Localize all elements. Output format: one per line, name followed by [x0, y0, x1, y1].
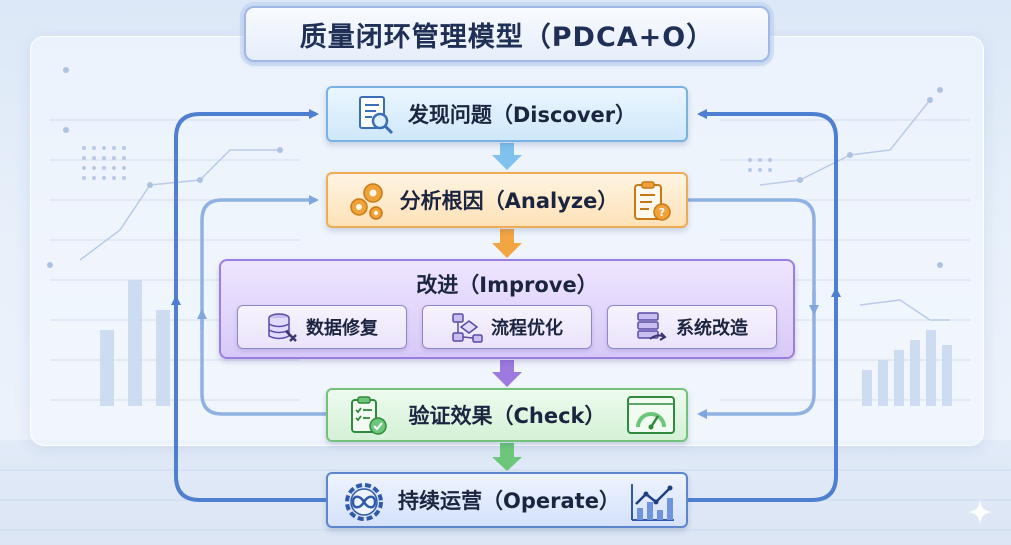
- gauge-icon: [627, 396, 675, 434]
- down-arrow-discover-analyze: [492, 143, 522, 170]
- gears-icon: [350, 183, 383, 220]
- step-check-label: 验证效果（Check）: [408, 404, 606, 428]
- title-box: 质量闭环管理模型（PDCA+O）: [244, 6, 770, 62]
- down-arrow-analyze-improve: [492, 229, 522, 258]
- improve-item-process-optimization: 流程优化: [422, 305, 592, 349]
- clipboard-question-icon: ?: [634, 181, 671, 221]
- diagram-title: 质量闭环管理模型（PDCA+O）: [299, 21, 715, 53]
- step-improve: 改进（Improve） 数据修复 流程优化: [219, 259, 795, 359]
- step-analyze-label: 分析根因（Analyze）: [399, 189, 619, 213]
- line-bar-chart-icon: [631, 484, 674, 521]
- sparkle-icon: [967, 499, 993, 525]
- down-arrow-check-operate: [492, 443, 522, 471]
- improve-item-data-repair: 数据修复: [237, 305, 407, 349]
- step-operate-label: 持续运营（Operate）: [398, 489, 620, 513]
- infinity-gear-icon: [345, 483, 383, 521]
- clipboard-check-icon: [351, 396, 387, 435]
- down-arrow-improve-check: [492, 360, 522, 387]
- step-operate: 持续运营（Operate）: [326, 472, 688, 528]
- step-improve-label: 改进（Improve）: [416, 273, 598, 297]
- step-discover: 发现问题（Discover）: [326, 86, 688, 142]
- flowchart-icon: [452, 313, 483, 343]
- document-search-icon: [359, 96, 394, 135]
- step-check: 验证效果（Check）: [326, 388, 688, 442]
- improve-item-label: 系统改造: [676, 318, 748, 339]
- svg-text:?: ?: [659, 206, 665, 219]
- server-arrow-icon: [637, 312, 667, 341]
- improve-item-system-upgrade: 系统改造: [607, 305, 777, 349]
- improve-item-label: 数据修复: [306, 318, 378, 339]
- step-discover-label: 发现问题（Discover）: [407, 103, 637, 127]
- improve-item-label: 流程优化: [491, 318, 563, 339]
- inner-loop-left-arrow: [200, 195, 326, 416]
- step-analyze: 分析根因（Analyze） ?: [326, 172, 688, 228]
- database-wrench-icon: [268, 313, 297, 342]
